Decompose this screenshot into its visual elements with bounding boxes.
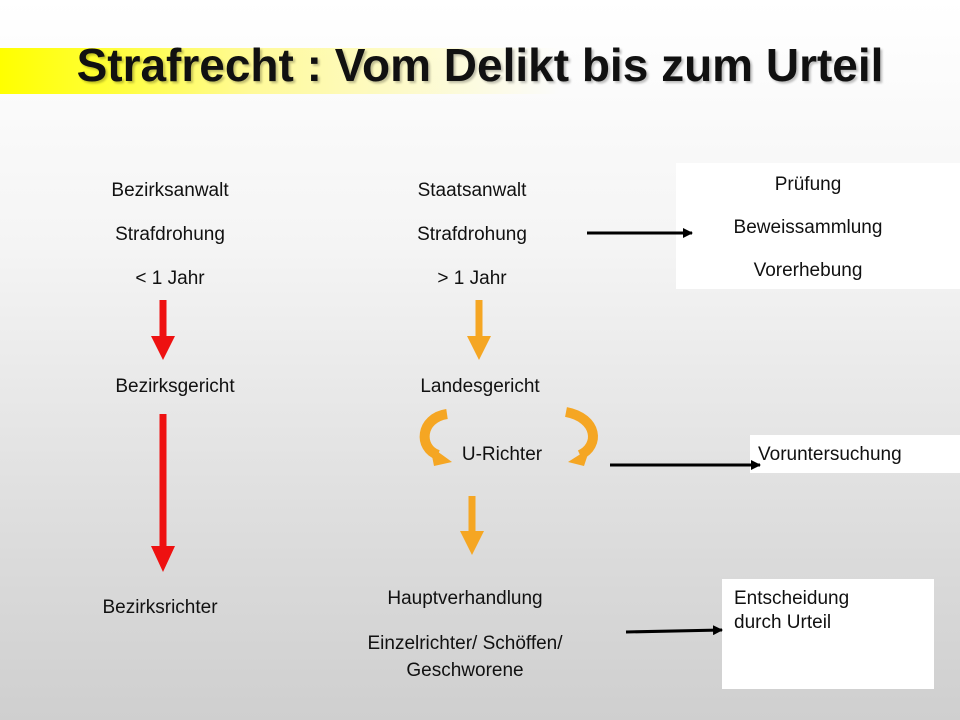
hauptverhandlung-label: Hauptverhandlung: [387, 588, 543, 609]
pruefung-box: Prüfung Beweissammlung Vorerhebung: [676, 163, 960, 289]
entscheidung-label-line2: durch Urteil: [734, 612, 832, 633]
title-highlight-band: [0, 48, 560, 94]
u-richter-label: U-Richter: [461, 444, 543, 465]
bezirksrichter-label: Bezirksrichter: [102, 597, 218, 618]
staatsanwalt-label: Staatsanwalt: [417, 180, 527, 201]
left-strafdrohung-label: Strafdrohung: [115, 224, 225, 245]
middle-threshold-label: > 1 Jahr: [437, 268, 507, 289]
vorerhebung-label: Vorerhebung: [753, 260, 863, 281]
curved-arrow-left: [419, 409, 452, 466]
page-title: Strafrecht : Vom Delikt bis zum Urteil: [76, 39, 884, 91]
orange-arrow-down-2: [460, 496, 484, 555]
entscheidung-label-line1: Entscheidung: [734, 588, 850, 609]
voruntersuchung-box: Voruntersuchung: [750, 435, 960, 473]
judges-label-line1: Einzelrichter/ Schöffen/: [367, 633, 563, 654]
landesgericht-label: Landesgericht: [420, 376, 540, 397]
pruefung-label: Prüfung: [774, 174, 842, 195]
connector-arrow-entscheidung: [625, 625, 723, 636]
bezirksgericht-label: Bezirksgericht: [115, 376, 235, 397]
red-arrow-down-2: [151, 414, 175, 572]
entscheidung-box: Entscheidung durch Urteil: [722, 579, 934, 689]
curved-arrow-right: [564, 407, 598, 466]
middle-strafdrohung-label: Strafdrohung: [417, 224, 527, 245]
red-arrow-down-1: [151, 300, 175, 360]
bezirksanwalt-label: Bezirksanwalt: [111, 180, 229, 201]
judges-label-line2: Geschworene: [406, 660, 524, 681]
voruntersuchung-label: Voruntersuchung: [758, 444, 902, 465]
orange-arrow-down-1: [467, 300, 491, 360]
left-threshold-label: < 1 Jahr: [135, 268, 205, 289]
beweissammlung-label: Beweissammlung: [733, 217, 883, 238]
